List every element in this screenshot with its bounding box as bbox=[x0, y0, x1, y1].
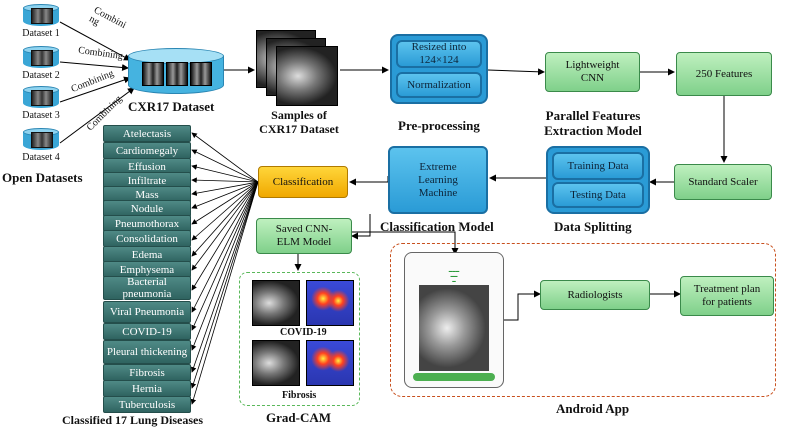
dataset-4-label: Dataset 4 bbox=[22, 152, 60, 163]
diseases-label: Classified 17 Lung Diseases bbox=[62, 413, 204, 427]
gradcam-panel bbox=[239, 272, 360, 406]
disease-item: Edema bbox=[103, 246, 191, 263]
classification-model-label: Classification Model bbox=[380, 219, 494, 234]
training-data-box: Training Data bbox=[552, 152, 644, 180]
dataset-1-label: Dataset 1 bbox=[22, 28, 60, 39]
gradcam-label: Grad-CAM bbox=[266, 410, 331, 425]
radiologists-box: Radiologists bbox=[540, 280, 650, 310]
sample-xray-3 bbox=[276, 46, 338, 106]
android-app-panel bbox=[390, 243, 776, 397]
normalization-box: Normalization bbox=[396, 72, 482, 98]
classification-box: Classification bbox=[258, 166, 348, 198]
disease-item: Viral Pneumonia bbox=[103, 301, 191, 323]
preprocessing-label: Pre-processing bbox=[398, 118, 480, 133]
gradcam-covid-xray bbox=[252, 280, 300, 326]
gradcam-fibrosis-label: Fibrosis bbox=[282, 390, 317, 401]
phone-action-bar bbox=[413, 373, 495, 381]
disease-item: Hernia bbox=[103, 380, 191, 397]
cxr17-dataset-label: CXR17 Dataset bbox=[128, 99, 215, 114]
saved-model-box: Saved CNN-ELM Model bbox=[256, 218, 352, 254]
disease-item: Fibrosis bbox=[103, 364, 191, 381]
disease-item: Bacterial pneumonia bbox=[103, 276, 191, 300]
dataset-2-label: Dataset 2 bbox=[22, 70, 60, 81]
phone-mockup: ▬▬▬ ▬▬ ▬ bbox=[404, 252, 504, 388]
android-app-label: Android App bbox=[556, 401, 630, 416]
disease-item: Pleural thickening bbox=[103, 340, 191, 364]
disease-item: Effusion bbox=[103, 158, 191, 175]
features-box: 250 Features bbox=[676, 52, 772, 96]
gradcam-covid-label: COVID-19 bbox=[280, 327, 327, 338]
dataset-3-icon bbox=[23, 86, 59, 108]
standard-scaler-box: Standard Scaler bbox=[674, 164, 772, 200]
phone-xray-image bbox=[419, 285, 489, 371]
testing-data-box: Testing Data bbox=[552, 182, 644, 208]
disease-item: Tuberculosis bbox=[103, 396, 191, 413]
dataset-2-icon bbox=[23, 46, 59, 68]
disease-item: COVID-19 bbox=[103, 323, 191, 340]
disease-item: Atelectasis bbox=[103, 125, 191, 142]
disease-item: Emphysema bbox=[103, 261, 191, 278]
data-splitting-label: Data Splitting bbox=[554, 219, 632, 234]
dataset-1-icon bbox=[23, 4, 59, 26]
gradcam-fibrosis-xray bbox=[252, 340, 300, 386]
data-splitting-group: Training Data Testing Data bbox=[546, 146, 650, 214]
open-datasets-label: Open Datasets bbox=[2, 170, 83, 185]
gradcam-covid-heatmap bbox=[306, 280, 354, 326]
dataset-3-label: Dataset 3 bbox=[22, 110, 60, 121]
dataset-4-icon bbox=[23, 128, 59, 150]
cxr17-database-icon bbox=[128, 48, 224, 94]
disease-item: Consolidation bbox=[103, 230, 191, 247]
gradcam-fibrosis-heatmap bbox=[306, 340, 354, 386]
disease-item: Cardiomegaly bbox=[103, 142, 191, 159]
